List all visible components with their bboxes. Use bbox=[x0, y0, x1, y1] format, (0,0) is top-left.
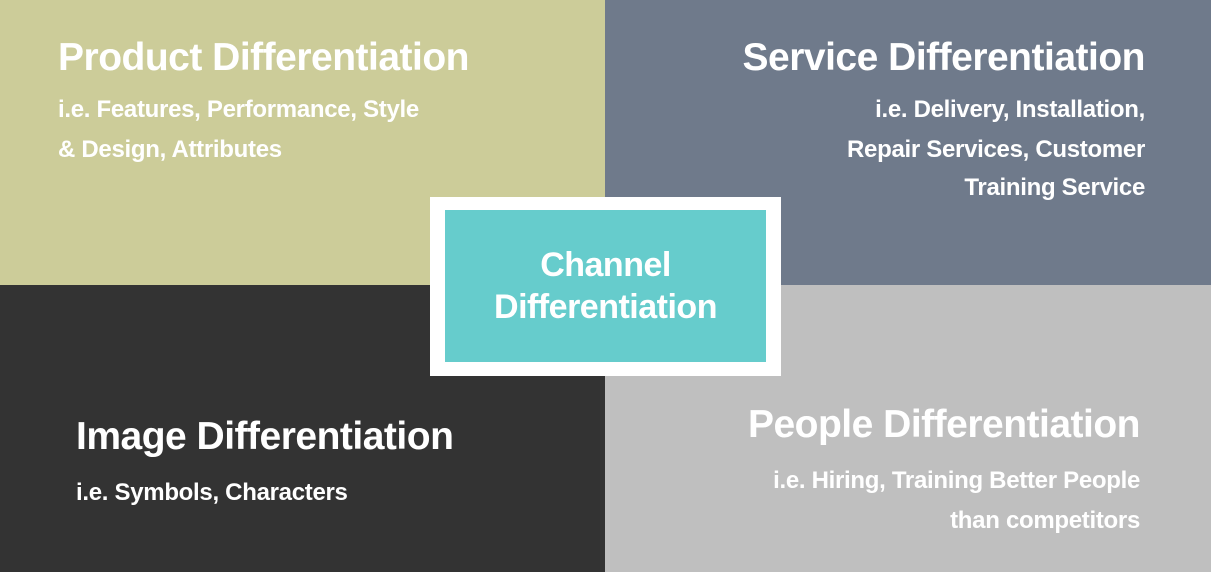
channel-differentiation-inner: Channel Differentiation bbox=[445, 210, 766, 362]
product-title: Product Differentiation bbox=[58, 36, 470, 79]
service-description: i.e. Delivery, Installation, Repair Serv… bbox=[847, 90, 1145, 206]
channel-title-line: Channel bbox=[540, 246, 671, 284]
channel-title-line: Differentiation bbox=[494, 288, 717, 326]
people-title: People Differentiation bbox=[747, 403, 1141, 446]
channel-differentiation-box: Channel Differentiation bbox=[430, 197, 781, 376]
people-differentiation-panel: People Differentiation i.e. Hiring, Trai… bbox=[605, 285, 1211, 572]
image-description: i.e. Symbols, Characters bbox=[76, 473, 348, 513]
service-line: i.e. Delivery, Installation, bbox=[875, 96, 1145, 123]
product-differentiation-panel: Product Differentiation i.e. Features, P… bbox=[0, 0, 605, 285]
image-title: Image Differentiation bbox=[76, 415, 454, 458]
image-line: i.e. Symbols, Characters bbox=[76, 479, 348, 506]
product-line: & Design, Attributes bbox=[58, 136, 282, 163]
product-line: i.e. Features, Performance, Style bbox=[58, 96, 419, 123]
people-line: i.e. Hiring, Training Better People bbox=[773, 467, 1140, 494]
people-line: than competitors bbox=[950, 507, 1140, 534]
product-description: i.e. Features, Performance, Style & Desi… bbox=[58, 90, 419, 170]
service-title: Service Differentiation bbox=[742, 36, 1146, 79]
service-line: Repair Services, Customer bbox=[847, 136, 1145, 163]
service-line: Training Service bbox=[964, 174, 1145, 201]
people-description: i.e. Hiring, Training Better People than… bbox=[773, 461, 1140, 541]
